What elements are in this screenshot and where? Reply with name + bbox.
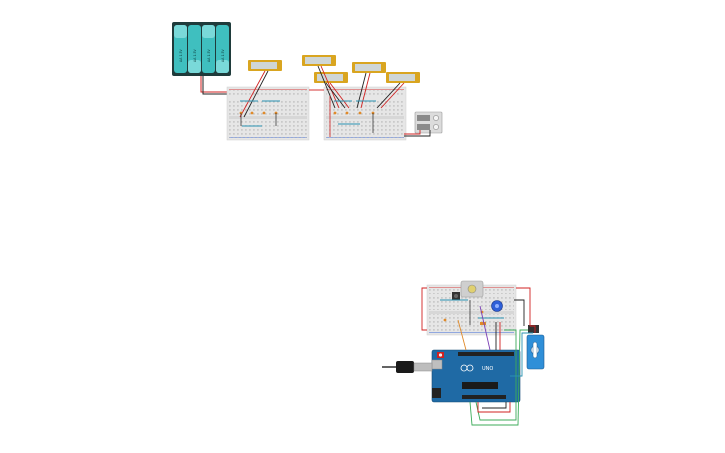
battery-cell-label: AA 1.5V	[221, 48, 225, 62]
dc-motor[interactable]	[460, 280, 484, 298]
module-4[interactable]	[352, 62, 386, 73]
module-2[interactable]	[302, 55, 336, 66]
arduino-label: UNO	[482, 366, 493, 372]
wire-battery-black[interactable]	[202, 76, 232, 95]
servo-motor[interactable]	[526, 325, 545, 370]
wires-arduino[interactable]	[457, 287, 536, 426]
battery-cell-3[interactable]: AA 1.5V	[202, 25, 215, 73]
module-3[interactable]	[314, 72, 348, 83]
potentiometer[interactable]	[491, 300, 503, 312]
wire-terminal-black[interactable]	[404, 130, 431, 137]
wire-battery-red[interactable]	[200, 76, 232, 93]
battery-cell-1[interactable]: AA 1.5V	[174, 25, 187, 73]
usb-cable[interactable]	[382, 361, 433, 373]
terminal-block[interactable]	[414, 111, 443, 134]
battery-cell-2[interactable]: AA 1.5V	[188, 25, 201, 73]
bb1-components[interactable]	[239, 100, 280, 127]
breadboard-1[interactable]	[226, 86, 310, 141]
battery-cell-4[interactable]: AA 1.5V	[216, 25, 229, 73]
battery-pack[interactable]: AA 1.5V AA 1.5V AA 1.5V AA 1.5V	[172, 22, 231, 76]
arduino-uno-board[interactable]: UNO	[431, 349, 521, 403]
pushbutton[interactable]	[452, 292, 460, 300]
bb2-components[interactable]	[329, 96, 376, 137]
battery-cell-label: AA 1.5V	[179, 48, 183, 62]
battery-cell-label: AA 1.5V	[193, 48, 197, 62]
module-5[interactable]	[386, 72, 420, 83]
wire-bb3-power[interactable]	[421, 287, 427, 331]
battery-cell-label: AA 1.5V	[207, 48, 211, 62]
module-1[interactable]	[248, 60, 282, 71]
wires-modules[interactable]	[239, 65, 405, 118]
wire-terminal-red[interactable]	[404, 130, 421, 135]
